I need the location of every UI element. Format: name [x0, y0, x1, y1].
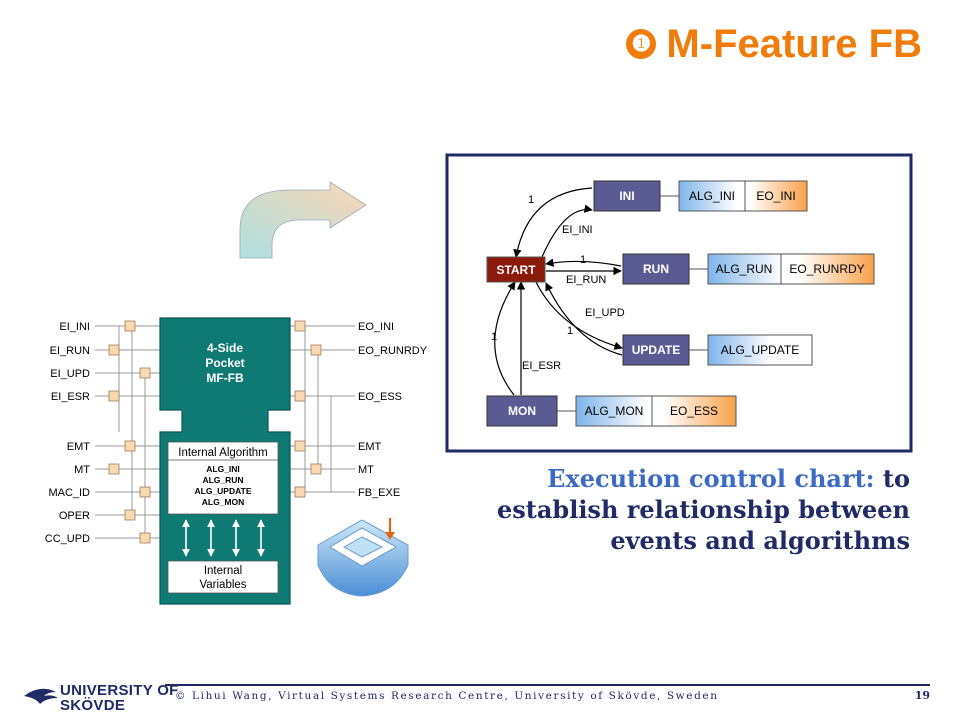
- caption-highlight: Execution control chart:: [547, 464, 875, 493]
- page-number: 19: [914, 689, 930, 702]
- slide-title: ❶ M-Feature FB: [626, 22, 922, 67]
- fb-head-label: 4-Side: [207, 341, 243, 355]
- data-output-label: EMT: [358, 441, 382, 453]
- algorithm-label: ALG_MON: [202, 497, 245, 507]
- bullet-icon: ❶: [626, 29, 657, 59]
- event-input-label: EI_UPD: [50, 368, 90, 380]
- internal-variables-label: Variables: [199, 579, 246, 591]
- event-output-label: EO_INI: [358, 321, 394, 333]
- algorithm-label: ALG_RUN: [202, 475, 243, 485]
- event-input-label: EI_ESR: [51, 391, 90, 403]
- action-algorithm: ALG_MON: [585, 404, 644, 418]
- data-input-label: MAC_ID: [48, 487, 90, 499]
- curved-arrow-icon: [239, 181, 367, 259]
- title-text: M-Feature FB: [666, 22, 922, 66]
- state-run: RUN: [643, 262, 669, 276]
- transition-label: EI_UPD: [585, 307, 625, 319]
- action-event: EO_RUNRDY: [789, 262, 864, 276]
- data-output-label: MT: [358, 464, 374, 476]
- state-update: UPDATE: [632, 343, 680, 357]
- data-input-label: OPER: [59, 510, 90, 522]
- transition-label: EI_ESR: [522, 360, 561, 372]
- caption: Execution control chart: to establish re…: [440, 463, 910, 556]
- pocket-icon: [317, 518, 409, 597]
- event-output-label: EO_ESS: [358, 391, 402, 403]
- logo-text: SKÖVDE: [60, 697, 126, 714]
- action-algorithm: ALG_UPDATE: [721, 343, 799, 357]
- data-output-label: FB_EXE: [358, 487, 400, 499]
- state-start: START: [496, 263, 536, 277]
- action-algorithm: ALG_INI: [689, 189, 735, 203]
- fb-head-label: Pocket: [205, 356, 244, 370]
- action-event: EO_ESS: [670, 404, 718, 418]
- data-input-label: CC_UPD: [45, 533, 90, 545]
- data-input-label: MT: [74, 464, 90, 476]
- footer-text: © Lihui Wang, Virtual Systems Research C…: [175, 690, 719, 702]
- footer-divider: [165, 684, 930, 686]
- event-input-label: EI_INI: [59, 321, 90, 333]
- event-input-label: EI_RUN: [50, 345, 90, 357]
- transition-label: EI_INI: [562, 224, 593, 236]
- event-output-label: EO_RUNRDY: [358, 345, 428, 357]
- ecc-chart: [445, 153, 913, 453]
- algorithm-label: ALG_INI: [206, 464, 240, 474]
- transition-label: 1: [528, 194, 534, 206]
- algorithm-label: ALG_UPDATE: [195, 486, 252, 496]
- transition-label: 1: [567, 325, 573, 337]
- transition-label: 1: [491, 331, 497, 343]
- action-algorithm: ALG_RUN: [716, 262, 773, 276]
- function-block: [95, 317, 355, 605]
- data-input-label: EMT: [67, 441, 91, 453]
- internal-variables-label: Internal: [204, 565, 242, 577]
- action-event: EO_INI: [756, 189, 795, 203]
- fb-head-label: MF-FB: [206, 371, 244, 385]
- transition-label: 1: [580, 254, 586, 266]
- caption-rest: to establish relationship between events…: [497, 464, 910, 555]
- bird-icon: [24, 688, 58, 704]
- state-mon: MON: [508, 404, 536, 418]
- logo-text: UNIVERSITY OF: [60, 682, 179, 699]
- internal-algorithm-title: Internal Algorithm: [178, 447, 268, 459]
- transition-label: EI_RUN: [566, 274, 606, 286]
- state-ini: INI: [619, 189, 634, 203]
